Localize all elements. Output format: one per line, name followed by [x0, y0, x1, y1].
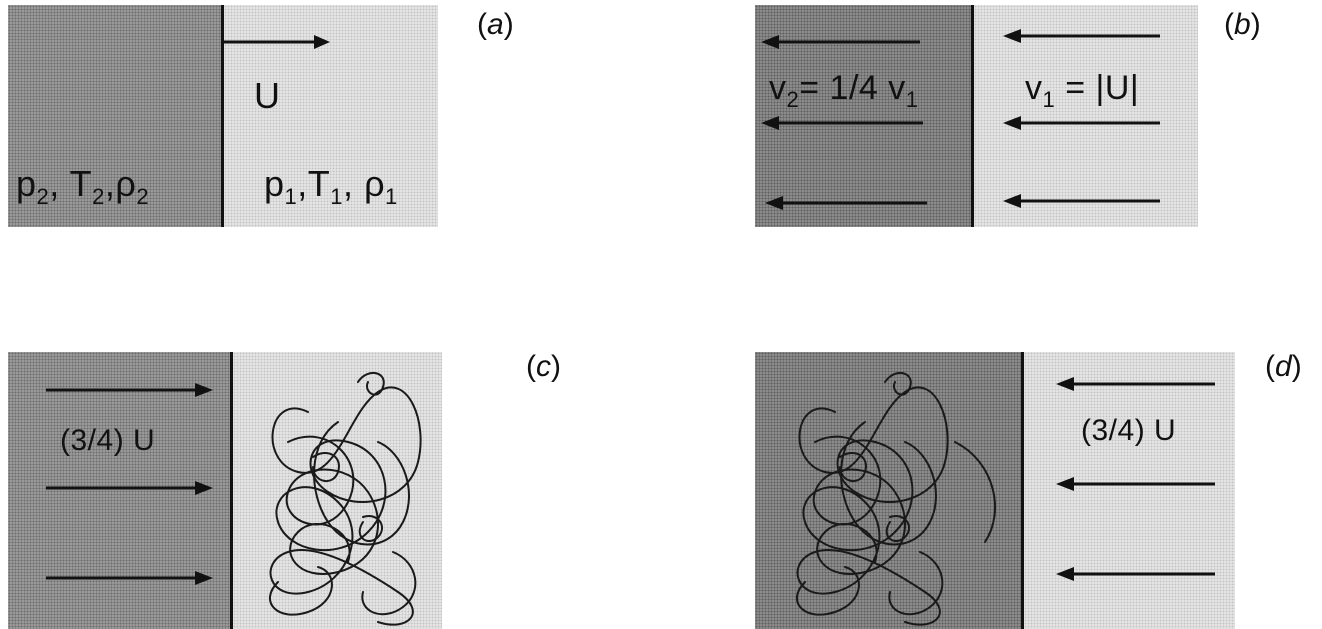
panel-b: v2= 1/4 v1 v1 = |U| [755, 5, 1198, 227]
flowing-gas-region [8, 352, 230, 629]
flow-arrows [1056, 377, 1215, 581]
panel-b-tag: (b) [1224, 8, 1261, 41]
panel-a-tag: (a) [477, 8, 514, 41]
flow-velocity-label: (3/4) U [60, 424, 156, 457]
turbulence-scribble-icon [795, 372, 996, 626]
flow-arrows [46, 383, 213, 585]
interface-line [1021, 352, 1024, 629]
upstream-velocity-label: v1 = |U| [1025, 69, 1140, 112]
shock-velocity-label: U [254, 75, 281, 116]
flow-arrows [761, 29, 1160, 210]
panel-c-tag: (c) [526, 350, 561, 383]
panel-c: (3/4) U [8, 352, 442, 629]
shock-velocity-arrow [224, 35, 330, 49]
panel-d-tag: (d) [1265, 350, 1302, 383]
turbulent-region [755, 352, 1021, 629]
panel-d: (3/4) U [755, 352, 1235, 629]
flowing-gas-region [1024, 352, 1235, 629]
unshocked-gas-region [974, 5, 1198, 227]
upstream-state-label: p1,T1, ρ1 [264, 163, 398, 209]
shocked-gas-region [8, 5, 221, 227]
shock-front [971, 5, 974, 227]
shock-front [221, 5, 224, 227]
downstream-velocity-label: v2= 1/4 v1 [769, 69, 919, 112]
flow-velocity-label: (3/4) U [1081, 414, 1177, 447]
downstream-state-label: p2, T2,ρ2 [16, 163, 150, 209]
turbulence-scribble-icon [268, 372, 422, 626]
interface-line [230, 352, 233, 629]
panel-a: U p2, T2,ρ2 p1,T1, ρ1 [8, 5, 438, 227]
turbulent-region [233, 352, 442, 629]
